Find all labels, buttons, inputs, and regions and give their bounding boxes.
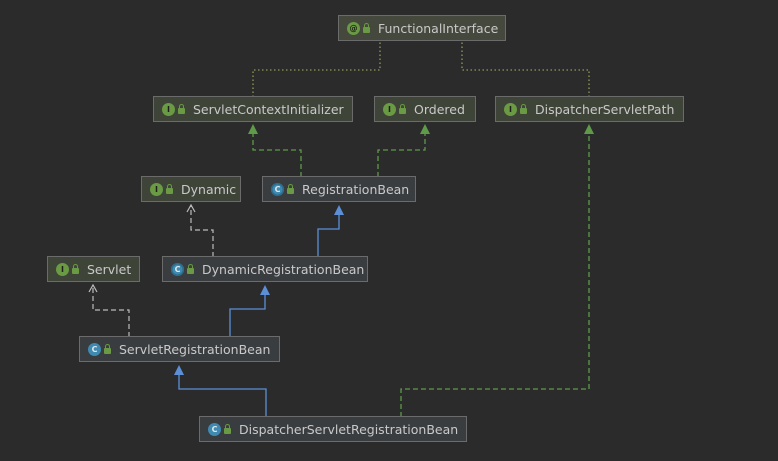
edge-registration-bean-servlet-context-initializer [252,126,302,177]
edge-dynamic-registration-bean-registration-bean [317,214,340,257]
interface-icon: I [383,102,396,116]
class-icon: C [208,422,221,436]
arrowhead-registration-bean [334,205,344,215]
node-dynamic[interactable]: I Dynamic [141,176,241,202]
abstract-class-icon: C [171,262,184,276]
arrowhead-servlet [88,283,98,293]
node-servlet[interactable]: I Servlet [47,256,140,282]
node-label: RegistrationBean [302,181,410,197]
node-label: Ordered [414,101,465,117]
node-ordered[interactable]: I Ordered [374,96,476,122]
node-registration-bean[interactable]: C RegistrationBean [262,176,416,202]
arrowhead-dispatcher-servlet-path [584,124,594,134]
lock-icon [287,183,294,194]
edge-dispatcher-servlet-path-functional-interface [461,42,590,97]
node-label: DynamicRegistrationBean [202,261,365,277]
node-servlet-registration-bean[interactable]: C ServletRegistrationBean [79,336,280,362]
arrowhead-servlet-registration-bean [174,365,184,375]
edge-dispatcher-servlet-registration-bean-dispatcher-servlet-path [400,126,590,417]
arrowhead-dynamic [186,203,196,213]
node-label: ServletRegistrationBean [119,341,271,357]
edge-dispatcher-servlet-registration-bean-servlet-registration-bean [178,374,267,417]
lock-icon [178,103,185,114]
interface-icon: I [56,262,69,276]
arrowhead-ordered [420,124,430,134]
interface-icon: I [504,102,517,116]
lock-icon [363,22,370,33]
node-label: Servlet [87,261,132,277]
abstract-class-icon: C [271,182,284,196]
arrowhead-servlet-context-initializer [248,124,258,134]
node-dispatcher-servlet-registration-bean[interactable]: C DispatcherServletRegistrationBean [199,416,467,442]
interface-icon: I [150,182,163,196]
edge-servlet-registration-bean-dynamic-registration-bean [229,294,266,337]
edge-servlet-context-initializer-functional-interface [252,42,381,97]
lock-icon [224,423,231,434]
lock-icon [104,343,111,354]
edge-dynamic-registration-bean-dynamic [190,206,214,257]
lock-icon [399,103,406,114]
interface-icon: I [162,102,175,116]
edge-registration-bean-ordered [377,126,426,177]
lock-icon [72,263,79,274]
lock-icon [187,263,194,274]
node-dynamic-registration-bean[interactable]: C DynamicRegistrationBean [162,256,368,282]
node-label: FunctionalInterface [378,20,499,36]
lock-icon [520,103,527,114]
arrowhead-dynamic-registration-bean [260,285,270,295]
annotation-icon: @ [347,21,360,35]
node-label: ServletContextInitializer [193,101,344,117]
node-label: Dynamic [181,181,237,197]
node-label: DispatcherServletRegistrationBean [239,421,459,437]
node-servlet-context-initializer[interactable]: I ServletContextInitializer [153,96,353,122]
node-label: DispatcherServletPath [535,101,675,117]
lock-icon [166,183,173,194]
node-functional-interface[interactable]: @ FunctionalInterface [338,15,506,41]
node-dispatcher-servlet-path[interactable]: I DispatcherServletPath [495,96,684,122]
class-icon: C [88,342,101,356]
edge-servlet-registration-bean-servlet [92,286,130,337]
